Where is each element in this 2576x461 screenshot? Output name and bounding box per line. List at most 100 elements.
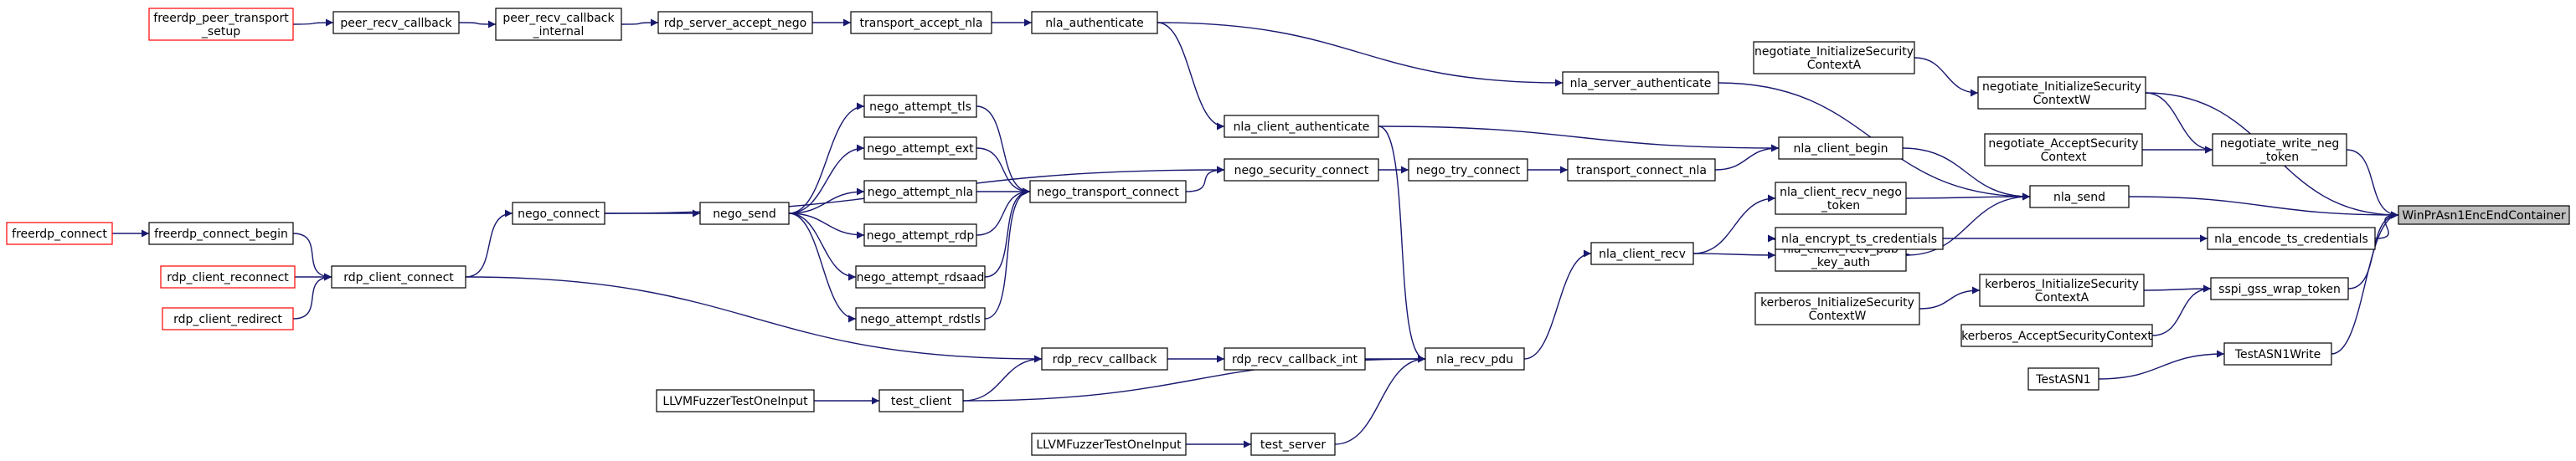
node-negotiate-write-neg-token[interactable]: negotiate_write_neg_token bbox=[2212, 133, 2347, 166]
node-label: nego_transport_connect bbox=[1037, 186, 1179, 199]
node-freerdp-connect-begin[interactable]: freerdp_connect_begin bbox=[148, 222, 294, 245]
edge-path bbox=[292, 18, 334, 27]
edge-nego-send-to-nego-attempt-nla bbox=[788, 187, 865, 214]
edge-test-client-to-rdp-recv-callback bbox=[962, 355, 1043, 402]
node-nla-send[interactable]: nla_send bbox=[2029, 185, 2130, 208]
node-nego-attempt-tls[interactable]: nego_attempt_tls bbox=[863, 95, 977, 118]
node-box bbox=[1031, 11, 1158, 34]
edge-path bbox=[1378, 125, 1426, 363]
edge-path bbox=[2128, 196, 2399, 219]
node-rdp-client-connect[interactable]: rdp_client_connect bbox=[331, 265, 466, 289]
node-llvmfuzzertestoneinput-2[interactable]: LLVMFuzzerTestOneInput bbox=[1031, 433, 1187, 456]
edge-peer-recv-callback-internal-to-rdp-server-accept-nego bbox=[621, 18, 659, 27]
node-label: rdp_client_connect bbox=[343, 271, 454, 284]
edge-nego-attempt-rdp-to-nego-transport-connect bbox=[976, 187, 1031, 236]
node-test-server[interactable]: test_server bbox=[1250, 433, 1336, 456]
edge-kerberos-initializesecuritycontextw-to-kerberos-initializesecuritycontexta bbox=[1919, 286, 1981, 310]
node-nego-connect[interactable]: nego_connect bbox=[512, 202, 605, 225]
node-box bbox=[2223, 342, 2332, 366]
node-label: transport_connect_nla bbox=[1576, 164, 1707, 177]
node-winpr[interactable]: WinPrAsn1EncEndContainer bbox=[2398, 205, 2570, 225]
edge-path bbox=[984, 187, 1031, 320]
node-label: negotiate_InitializeSecurity bbox=[1754, 45, 1914, 59]
node-nego-attempt-rdsaad[interactable]: nego_attempt_rdsaad bbox=[855, 265, 986, 289]
node-rdp-recv-callback-int[interactable]: rdp_recv_callback_int bbox=[1224, 347, 1366, 371]
node-transport-accept-nla[interactable]: transport_accept_nla bbox=[850, 11, 992, 34]
edge-nego-attempt-rdsaad-to-nego-transport-connect bbox=[984, 187, 1031, 278]
node-nego-transport-connect[interactable]: nego_transport_connect bbox=[1029, 180, 1187, 203]
node-sspi-gss-wrap-token[interactable]: sspi_gss_wrap_token bbox=[2210, 277, 2349, 300]
node-box bbox=[331, 265, 466, 289]
node-nla-client-authenticate[interactable]: nla_client_authenticate bbox=[1224, 115, 1379, 138]
node-label: negotiate_InitializeSecurity bbox=[1982, 80, 2141, 94]
node-nla-client-begin[interactable]: nla_client_begin bbox=[1778, 136, 1904, 160]
node-peer-recv-callback-internal[interactable]: peer_recv_callback_internal bbox=[495, 8, 622, 41]
node-nla-encrypt-ts-credentials[interactable]: nla_encrypt_ts_credentials bbox=[1775, 227, 1944, 250]
node-rdp-client-redirect[interactable]: rdp_client_redirect bbox=[162, 307, 294, 330]
node-box bbox=[1590, 242, 1694, 265]
node-rdp-recv-callback[interactable]: rdp_recv_callback bbox=[1041, 347, 1168, 371]
edge-nla-client-recv-nego-token-to-nla-send bbox=[1905, 192, 2031, 201]
node-nego-attempt-rdstls[interactable]: nego_attempt_rdstls bbox=[855, 307, 986, 330]
node-rdp-client-reconnect[interactable]: rdp_client_reconnect bbox=[160, 265, 296, 289]
node-label: _token bbox=[2259, 151, 2299, 164]
node-testasn1write[interactable]: TestASN1Write bbox=[2223, 342, 2332, 366]
node-freerdp-peer-transport-setup[interactable]: freerdp_peer_transport_setup bbox=[148, 8, 294, 41]
node-nego-attempt-rdp[interactable]: nego_attempt_rdp bbox=[863, 223, 977, 247]
node-label: rdp_server_accept_nego bbox=[664, 17, 807, 30]
node-llvmfuzzertestoneinput-1[interactable]: LLVMFuzzerTestOneInput bbox=[656, 389, 815, 412]
node-label: freerdp_peer_transport bbox=[153, 12, 289, 25]
node-testasn1[interactable]: TestASN1 bbox=[2027, 367, 2099, 391]
node-nego-attempt-ext[interactable]: nego_attempt_ext bbox=[863, 136, 977, 160]
edge-path bbox=[2346, 149, 2399, 219]
edge-nla-client-recv-pub-key-auth-to-nla-send bbox=[1905, 192, 2031, 256]
node-nla-server-authenticate[interactable]: nla_server_authenticate bbox=[1562, 71, 1719, 95]
node-kerberos-acceptsecuritycontext[interactable]: kerberos_AcceptSecurityContext bbox=[1960, 324, 2153, 347]
node-label: negotiate_write_neg bbox=[2220, 137, 2340, 151]
node-negotiate-acceptsecuritycontext[interactable]: negotiate_AcceptSecurityContext bbox=[1984, 133, 2143, 166]
node-freerdp-connect[interactable]: freerdp_connect bbox=[6, 222, 113, 245]
node-peer-recv-callback[interactable]: peer_recv_callback bbox=[332, 11, 460, 34]
node-nego-security-connect[interactable]: nego_security_connect bbox=[1224, 158, 1379, 182]
edge-path bbox=[788, 213, 857, 281]
node-transport-connect-nla[interactable]: transport_connect_nla bbox=[1567, 158, 1716, 182]
node-box bbox=[332, 11, 460, 34]
node-label: transport_accept_nla bbox=[860, 17, 983, 30]
node-nego-attempt-nla[interactable]: nego_attempt_nla bbox=[863, 180, 977, 203]
node-label: nego_attempt_tls bbox=[869, 100, 971, 114]
node-box bbox=[1250, 433, 1336, 456]
edge-nla-encode-ts-credentials-to-winpr bbox=[2374, 211, 2399, 239]
edge-test-server-to-nla-recv-pdu bbox=[1334, 355, 1426, 445]
node-nego-try-connect[interactable]: nego_try_connect bbox=[1408, 158, 1528, 182]
node-box bbox=[2398, 205, 2570, 225]
node-nla-encode-ts-credentials[interactable]: nla_encode_ts_credentials bbox=[2207, 227, 2376, 250]
node-box bbox=[878, 389, 964, 412]
edge-nla-authenticate-to-nla-client-authenticate bbox=[1157, 22, 1225, 131]
node-nla-client-recv-nego-token[interactable]: nla_client_recv_nego_token bbox=[1775, 182, 1907, 215]
node-nla-recv-pdu[interactable]: nla_recv_pdu bbox=[1425, 347, 1525, 371]
node-nla-authenticate[interactable]: nla_authenticate bbox=[1031, 11, 1158, 34]
edge-path bbox=[465, 276, 1043, 363]
node-test-client[interactable]: test_client bbox=[878, 389, 964, 412]
edge-nla-client-authenticate-to-nla-recv-pdu bbox=[1378, 125, 1426, 363]
node-label: kerberos_AcceptSecurityContext bbox=[1961, 330, 2152, 343]
edge-nego-send-to-nego-attempt-rdsaad bbox=[788, 213, 857, 281]
node-nego-send[interactable]: nego_send bbox=[699, 202, 790, 225]
edge-path bbox=[788, 187, 865, 214]
node-label: Context bbox=[2041, 151, 2087, 164]
node-label: nla_send bbox=[2053, 191, 2105, 204]
node-rdp-server-accept-nego[interactable]: rdp_server_accept_nego bbox=[657, 11, 813, 34]
node-box bbox=[657, 11, 813, 34]
edge-path bbox=[1905, 192, 2031, 201]
edge-path bbox=[458, 20, 497, 28]
edge-kerberos-acceptsecuritycontext-to-sspi-gss-wrap-token bbox=[2151, 284, 2212, 336]
node-nla-client-recv[interactable]: nla_client_recv bbox=[1590, 242, 1694, 265]
node-box bbox=[699, 202, 790, 225]
edge-negotiate-initializesecuritycontexta-to-negotiate-initializesecuritycontextw bbox=[1914, 57, 1979, 97]
edge-negotiate-write-neg-token-to-winpr bbox=[2346, 149, 2399, 219]
